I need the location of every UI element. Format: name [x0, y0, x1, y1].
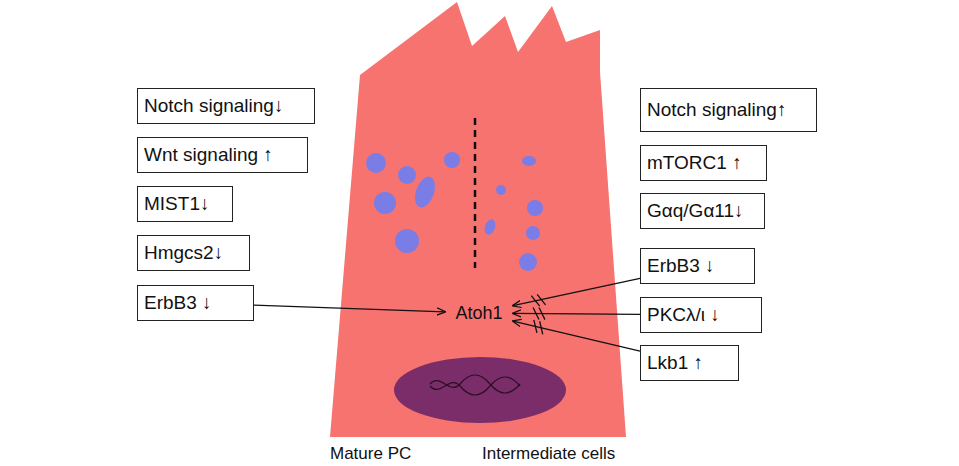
granule: [527, 200, 543, 216]
factor-label: Gαq/Gα11↓: [647, 200, 744, 222]
dna-strand: [430, 375, 520, 393]
gene-name: Atoh1: [455, 302, 502, 324]
parietal-cell: [330, 2, 626, 437]
granule: [398, 166, 416, 184]
regulation-arrow: [513, 321, 640, 351]
factor-label: PKCλ/ι ↓: [647, 304, 720, 326]
dna-strand: [430, 377, 520, 395]
gene-node: Atoh1: [445, 300, 513, 326]
factor-box: PKCλ/ι ↓: [640, 297, 762, 333]
connector-group: [513, 307, 640, 319]
factor-box: ErbB3 ↓: [640, 248, 755, 284]
factor-box: Lkb1 ↑: [640, 345, 739, 381]
regulation-arrow: [513, 278, 640, 305]
factor-label: MIST1↓: [144, 193, 209, 215]
inhibition-mark: [540, 321, 543, 334]
factor-label: Notch signaling↑: [647, 99, 786, 121]
factor-label: mTORC1 ↑: [647, 152, 742, 174]
factor-box: mTORC1 ↑: [640, 145, 767, 181]
granule: [496, 185, 506, 195]
factor-label: ErbB3 ↓: [647, 255, 715, 277]
regulation-arrow: [254, 305, 445, 312]
cell-type-label: Mature PC: [330, 444, 411, 464]
inhibition-mark: [537, 294, 545, 304]
factor-box: Wnt signaling ↑: [137, 137, 308, 173]
factor-box: Hmgcs2↓: [137, 235, 250, 271]
cell-type-label: Intermediate cells: [482, 444, 615, 464]
inhibition-mark: [539, 308, 545, 320]
connector-group: [513, 320, 640, 351]
granule: [444, 152, 460, 168]
factor-label: Wnt signaling ↑: [144, 144, 273, 166]
factor-label: Notch signaling↓: [144, 95, 283, 117]
granule: [522, 156, 536, 166]
factor-label: Lkb1 ↑: [647, 352, 703, 374]
granule: [395, 229, 419, 253]
factor-box: Notch signaling↑: [640, 88, 817, 132]
inhibition-mark: [531, 296, 539, 306]
factor-box: Gαq/Gα11↓: [640, 193, 765, 229]
regulation-arrow: [513, 313, 640, 314]
granule: [374, 192, 396, 214]
inhibition-mark: [533, 307, 539, 319]
factor-box: MIST1↓: [137, 186, 233, 222]
inhibition-mark: [534, 320, 537, 333]
cell-divider: [474, 118, 477, 268]
connector-group: [254, 305, 445, 312]
nucleus: [394, 357, 566, 423]
factor-box: Notch signaling↓: [137, 88, 315, 124]
granule: [519, 253, 537, 271]
granule: [483, 218, 498, 236]
granule: [366, 153, 386, 173]
granules: [366, 152, 543, 271]
granule: [411, 174, 439, 210]
factor-label: Hmgcs2↓: [144, 242, 223, 264]
factor-label: ErbB3 ↓: [144, 292, 212, 314]
factor-box: ErbB3 ↓: [137, 285, 254, 321]
granule: [526, 226, 540, 240]
connector-group: [513, 278, 640, 306]
